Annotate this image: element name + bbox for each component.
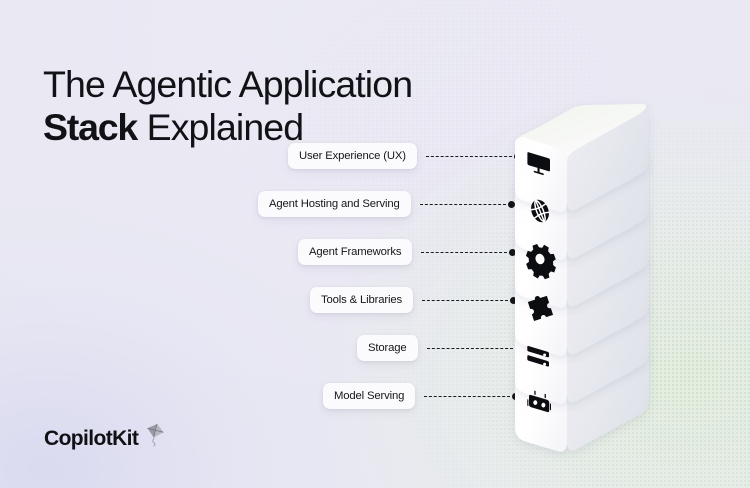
- connector-dot-2: [507, 200, 515, 208]
- stack-row-agent-frameworks: Agent Frameworks: [298, 239, 517, 265]
- brand-logo[interactable]: CopilotKit: [44, 423, 166, 455]
- connector-line-4: [421, 296, 517, 304]
- layer-label-agent-frameworks[interactable]: Agent Frameworks: [298, 239, 413, 265]
- connector-dot-4: [509, 296, 517, 304]
- database-icon: [523, 338, 557, 372]
- brand-wordmark: CopilotKit: [44, 427, 139, 450]
- stack-row-user-experience: User Experience (UX): [288, 143, 521, 169]
- stack-svg: [515, 104, 649, 452]
- robot-icon: [523, 386, 557, 420]
- globe-network-icon: [523, 194, 557, 228]
- stack-row-agent-hosting: Agent Hosting and Serving: [258, 191, 515, 217]
- layer-label-user-experience[interactable]: User Experience (UX): [288, 143, 417, 169]
- isometric-stack-graphic: [487, 104, 677, 452]
- page-title: The Agentic Application Stack Explained: [43, 63, 513, 149]
- connector-dot-3: [509, 248, 517, 256]
- connector-line-3: [421, 248, 517, 256]
- gear-icon: [523, 242, 557, 280]
- stack-row-model-serving: Model Serving: [323, 383, 520, 409]
- stack-row-storage: Storage: [357, 335, 522, 361]
- connector-line-2: [419, 200, 515, 208]
- title-line-2-rest: Explained: [137, 106, 305, 149]
- layer-label-tools-libraries[interactable]: Tools & Libraries: [310, 287, 413, 313]
- stack-row-tools-libraries: Tools & Libraries: [310, 287, 517, 313]
- layer-label-model-serving[interactable]: Model Serving: [323, 383, 416, 409]
- kite-icon: [144, 423, 166, 452]
- title-emphasis: Stack: [43, 106, 138, 149]
- layer-label-agent-hosting[interactable]: Agent Hosting and Serving: [258, 191, 411, 217]
- title-line-2: Stack Explained: [43, 106, 513, 149]
- puzzle-piece-icon: [523, 290, 557, 324]
- layer-label-storage[interactable]: Storage: [357, 335, 418, 361]
- monitor-icon: [523, 146, 557, 180]
- title-line-1: The Agentic Application: [43, 63, 413, 106]
